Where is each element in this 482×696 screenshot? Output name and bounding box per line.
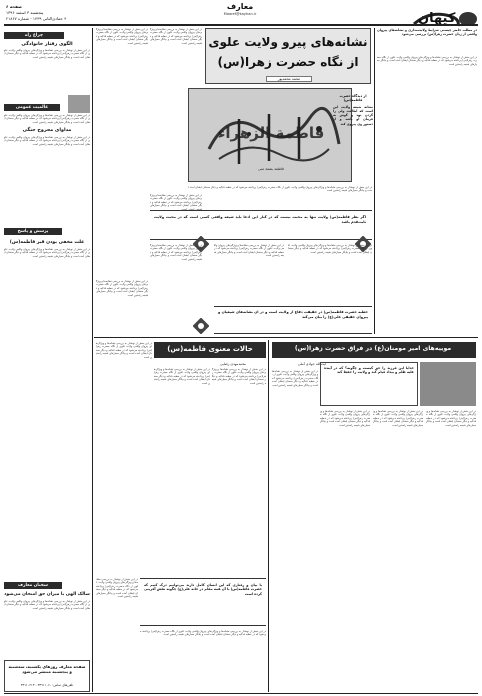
bottom-rule: [4, 693, 478, 694]
masthead-logo[interactable]: کیهان: [410, 6, 478, 32]
sidebar-qa-label: پرسش و پاسخ: [4, 228, 62, 235]
lower-right-col-1: در این بخش از نوشتار به بررسی نشانه‌ها و…: [272, 370, 318, 387]
right-column-body: در این بخش از نوشتار به بررسی نشانه‌ها و…: [377, 56, 477, 66]
lower-right-quote: خدایا این فرزند را حق کیست و چگونه؟ که د…: [324, 366, 414, 375]
lower-right-col-4: در این بخش از نوشتار به بررسی نشانه‌ها و…: [426, 410, 476, 427]
lower-left-col-2: در این بخش از نوشتار به بررسی نشانه‌ها و…: [154, 368, 210, 385]
sidebar-item4-title: علت مخفی بودن قبر فاطمه(س): [9, 240, 85, 245]
sidebar-item1-body: در این بخش از نوشتار به بررسی نشانه‌ها و…: [4, 49, 90, 59]
calligraphy-subtext: فاطمة بضعة منی: [258, 167, 284, 171]
main-title-line2: از نگاه حضرت زهرا(س): [217, 55, 359, 69]
publication-note: صفحه معارف روزهای یکشنبه، سه‌شنبه و پنجش…: [8, 664, 86, 675]
publication-note-box: صفحه معارف روزهای یکشنبه، سه‌شنبه و پنجش…: [4, 660, 90, 692]
lower-left-col-3: در این بخش از نوشتار به بررسی نشانه‌ها و…: [212, 368, 266, 385]
lower-right-title-box: موییه‌های امیر مومنان(ع) در فراق حضرت زه…: [272, 342, 476, 358]
mid-col-4: در این بخش از نوشتار به بررسی نشانه‌ها و…: [150, 244, 202, 261]
sidebar-divider: [92, 28, 93, 692]
sidebar-item4-body: در این بخش از نوشتار به بررسی نشانه‌ها و…: [4, 248, 90, 258]
lower-footer-quote-box: با بیان و رفتاری که این انسان کامل دارند…: [140, 578, 266, 626]
page-label: صفحه ۶: [6, 4, 22, 9]
sidebar-top-title: چراغ راه: [4, 32, 64, 39]
date-line: پنجشنبه ۳ اسفند ۱۳۹۶: [6, 10, 44, 15]
main-byline: محمد محمدپور: [266, 76, 312, 82]
sidebar-bottom-body: در این بخش از نوشتار به بررسی نشانه‌ها و…: [4, 600, 90, 610]
right-intro: در مطلب حاضر چیستی شرایط ولایت‌مداری و ن…: [377, 28, 477, 37]
quote-text: نشانه شیعه ولایت این است که اطاعت ولی را…: [333, 104, 373, 126]
lower-left-col-1: در این بخش از نوشتار به بررسی نشانه‌ها و…: [96, 342, 152, 359]
issue-line: ۴ جمادی‌الثانی ۱۴۳۹ - شماره ۲۱۸۶۷: [6, 16, 67, 21]
section-email[interactable]: Maaref@kayhan.ir: [223, 12, 257, 16]
lower-left-author: محمدمهدی رضایی: [220, 362, 246, 366]
phone-label: تلفن‌های تماس: ۳۳۹۱۱۰۶۰ - ۳۳۱۱۰۲۱۳: [20, 683, 74, 687]
section-title: معارف: [226, 2, 254, 11]
main-title-box: نشانه‌های پیرو ولایت علوی از نگاه حضرت ز…: [205, 28, 371, 84]
header-rule: [4, 24, 478, 26]
lower-right-quote-box: خدایا این فرزند را حق کیست و چگونه؟ که د…: [320, 362, 418, 406]
lower-right-col-2: در این بخش از نوشتار به بررسی نشانه‌ها و…: [320, 410, 370, 427]
sidebar-item2-body: در این بخش از نوشتار به بررسی نشانه‌ها و…: [4, 114, 90, 124]
mid-col-6: در این بخش از نوشتار به بررسی نشانه‌ها و…: [288, 244, 372, 254]
main-title-line1: نشانه‌های پیرو ولایت علوی: [208, 35, 368, 49]
lower-right-title: موییه‌های امیر مومنان(ع) در فراق حضرت زه…: [294, 345, 452, 352]
bottom-quote-band: خطبه حضرت فاطمه(س) در حقیقت دفاع از ولای…: [214, 306, 372, 334]
mid-col-2b: در این بخش از نوشتار به بررسی نشانه‌ها و…: [150, 194, 202, 211]
calligraphy-text: فاطمة الزهراء: [217, 124, 325, 142]
lower-right-col-3: در این بخش از نوشتار به بررسی نشانه‌ها و…: [373, 410, 423, 427]
lower-divider: [268, 340, 269, 692]
logo-text: کیهان: [418, 11, 456, 26]
lower-left-col-4: در این بخش از نوشتار به بررسی نشانه‌ها و…: [96, 578, 138, 599]
calligraphy-art-icon: [189, 89, 351, 181]
image-caption-col: در این بخش از نوشتار به بررسی نشانه‌ها و…: [188, 186, 372, 193]
sidebar-bottom-label: سخنان معارف: [4, 582, 62, 589]
lower-footer-quote: با بیان و رفتاری که این انسان کامل دارند…: [144, 583, 262, 596]
lower-right-photo: [420, 362, 476, 406]
kayhan-logo-icon: [413, 12, 477, 27]
mid-col-1: در این بخش از نوشتار به بررسی نشانه‌ها و…: [96, 28, 148, 45]
highlight-band: اگر نظر فاطمه(س) ولایت تنها به محبت نیست…: [150, 210, 372, 240]
quote-label: از دیدگاه حضرت فاطمه(س): [339, 94, 367, 103]
sidebar-photo-icon: [68, 95, 90, 113]
right-column-divider: [374, 28, 375, 334]
quote-box-inner: از دیدگاه حضرت فاطمه(س) نشانه شیعه ولایت…: [333, 94, 373, 184]
lower-left-title-box: حالات معنوی فاطمه(س): [154, 342, 266, 358]
lower-left-col-5: در این بخش از نوشتار به بررسی نشانه‌ها و…: [140, 630, 266, 637]
section-divider: [94, 337, 478, 339]
calligraphy-image: فاطمة الزهراء فاطمة بضعة منی: [188, 88, 352, 182]
sidebar-item2-title: عالمیت عمومی: [4, 104, 60, 111]
highlight-text: اگر نظر فاطمه(س) ولایت تنها به محبت نیست…: [154, 215, 366, 224]
sidebar-bottom-title: سالک الهی با میزان حق امتحان می‌شود: [4, 592, 90, 597]
sidebar-item3-title: مداوای مجروح جنگی: [22, 128, 72, 133]
sidebar-item1-title: الگوی رفتار خانوادگی: [21, 42, 73, 47]
mid-col-5: در این بخش از نوشتار به بررسی نشانه‌ها و…: [214, 244, 284, 258]
ornament-icon: [192, 317, 210, 335]
ornament-icon: [192, 235, 210, 253]
lower-right-author: آیت‌الله جوادی آملی: [298, 362, 326, 366]
lower-left-title: حالات معنوی فاطمه(س): [167, 345, 253, 353]
mid-col-3: در این بخش از نوشتار به بررسی نشانه‌ها و…: [96, 280, 148, 297]
ornament-icon: [354, 235, 372, 253]
bottom-quote-text: خطبه حضرت فاطمه(س) در حقیقت دفاع از ولای…: [218, 310, 368, 319]
sidebar-item3-body: در این بخش از نوشتار به بررسی نشانه‌ها و…: [4, 136, 90, 146]
mid-col-2: در این بخش از نوشتار به بررسی نشانه‌ها و…: [150, 28, 202, 45]
